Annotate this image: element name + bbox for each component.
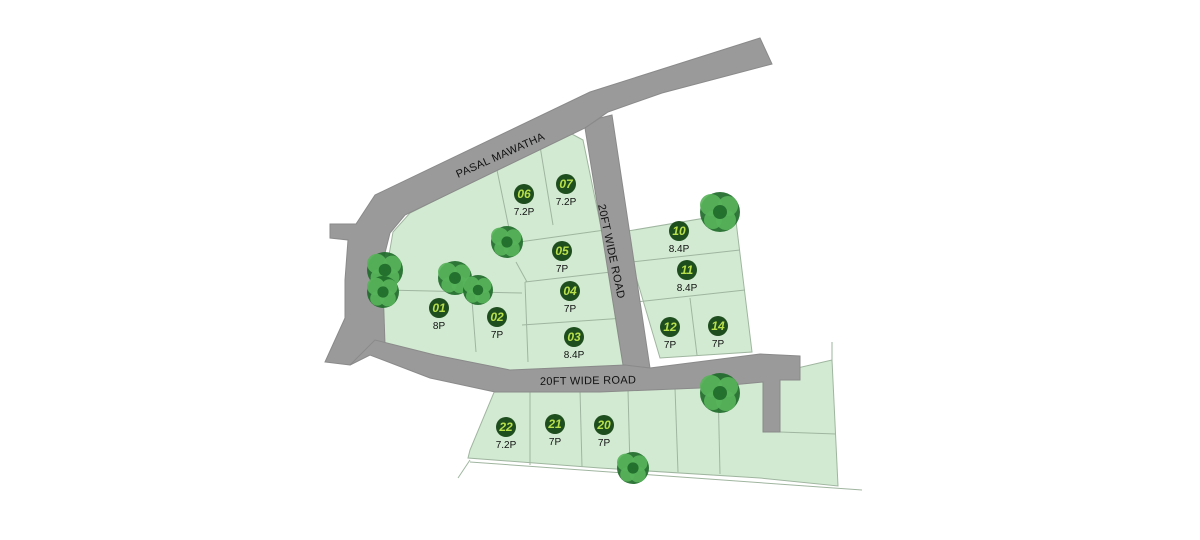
plot-size: 7P [712, 339, 725, 350]
plot-badge [708, 316, 728, 336]
plot-number: 12 [663, 320, 677, 334]
plot-badge [487, 307, 507, 327]
plot-10[interactable]: 10 8.4P [669, 221, 690, 255]
tree-icon [367, 276, 399, 308]
plot-size: 7.2P [514, 207, 535, 218]
plot-number: 03 [567, 330, 581, 344]
plot-number: 07 [559, 177, 574, 191]
plot-boundaries [384, 145, 863, 491]
plot-badge [552, 241, 572, 261]
plot-number: 05 [555, 244, 569, 258]
plot-number: 14 [711, 319, 725, 333]
plot-01[interactable]: 01 8P [429, 298, 449, 332]
tree-icon [700, 373, 740, 413]
plot-badge [669, 221, 689, 241]
tree-icon [700, 192, 740, 232]
plot-14[interactable]: 14 7P [708, 316, 728, 350]
plot-21[interactable]: 21 7P [545, 414, 565, 448]
tree-icon [491, 226, 523, 258]
plot-11[interactable]: 11 8.4P [677, 260, 698, 294]
plot-size: 7.2P [496, 440, 517, 451]
plot-size: 8P [433, 321, 446, 332]
plot-number: 20 [596, 418, 611, 432]
plot-number: 06 [517, 187, 531, 201]
plot-number: 01 [432, 301, 446, 315]
plot-badge [594, 415, 614, 435]
plot-size: 7P [549, 437, 562, 448]
plot-size: 8.4P [564, 350, 585, 361]
plot-size: 7P [564, 304, 577, 315]
plot-number: 11 [681, 263, 694, 277]
plot-07[interactable]: 07 7.2P [556, 174, 577, 208]
tree-icon [463, 275, 493, 305]
road-pasal-mawatha [324, 37, 773, 366]
plot-size: 8.4P [677, 283, 698, 294]
plot-20[interactable]: 20 7P [594, 415, 614, 449]
plot-badge [677, 260, 697, 280]
plot-02[interactable]: 02 7P [487, 307, 507, 341]
plot-badge [545, 414, 565, 434]
plot-badge [564, 327, 584, 347]
plot-size: 7P [664, 340, 677, 351]
plot-badge [560, 281, 580, 301]
road-label-20ft-lower: 20FT WIDE ROAD [540, 374, 636, 388]
plot-06[interactable]: 06 7.2P [514, 184, 535, 218]
tree-icon [617, 452, 649, 484]
plot-12[interactable]: 12 7P [660, 317, 680, 351]
plot-badge [556, 174, 576, 194]
plot-number: 10 [672, 224, 686, 238]
trees [367, 192, 740, 484]
plot-number: 21 [547, 417, 562, 431]
plot-badge [514, 184, 534, 204]
roads [324, 37, 801, 433]
plot-size: 8.4P [669, 244, 690, 255]
road-20ft-lower [349, 339, 801, 433]
plot-22[interactable]: 22 7.2P [496, 417, 517, 451]
plot-size: 7.2P [556, 197, 577, 208]
plot-badge [496, 417, 516, 437]
plot-size: 7P [598, 438, 611, 449]
plot-04[interactable]: 04 7P [560, 281, 580, 315]
plot-number: 02 [490, 310, 504, 324]
plot-markers: 01 8P 02 7P 03 8.4P 04 7P 05 7P 06 7.2P [429, 174, 728, 451]
plot-size: 7P [556, 264, 569, 275]
plot-number: 04 [563, 284, 577, 298]
plot-number: 22 [498, 420, 513, 434]
plot-05[interactable]: 05 7P [552, 241, 572, 275]
plot-size: 7P [491, 330, 504, 341]
plot-badge [660, 317, 680, 337]
plot-03[interactable]: 03 8.4P [564, 327, 585, 361]
plot-badge [429, 298, 449, 318]
